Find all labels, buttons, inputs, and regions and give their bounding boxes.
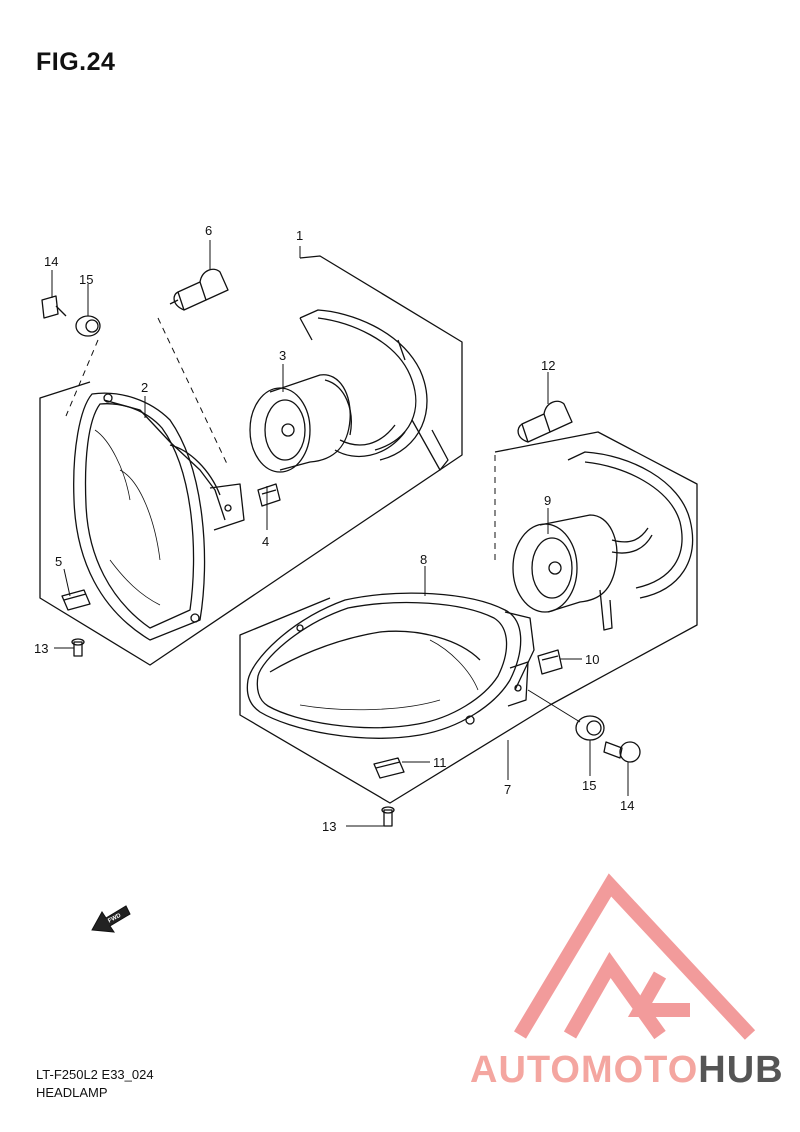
callout-13-upper: 13: [34, 641, 48, 656]
bulb-socket-9: [512, 514, 653, 613]
callout-leaders: [51, 240, 629, 827]
clip-4: [257, 483, 281, 507]
callout-15-upper: 15: [79, 272, 93, 287]
fwd-arrow-icon: FWD: [91, 905, 131, 933]
callout-15-lower: 15: [582, 778, 596, 793]
footer: LT-F250L2 E33_024 HEADLAMP: [36, 1066, 154, 1102]
bolt-14-lower: [603, 741, 641, 763]
clip-10: [537, 649, 563, 675]
screw-13-lower: [381, 806, 395, 827]
bolt-14-upper: [41, 295, 67, 319]
callout-4: 4: [262, 534, 269, 549]
callout-11: 11: [433, 755, 447, 770]
logo-text-automoto: AUTOMOTO: [470, 1049, 698, 1090]
bulb-12: [517, 400, 573, 443]
leader-lines-upper: [65, 317, 229, 467]
callout-5: 5: [55, 554, 62, 569]
assembly-1-frame: [39, 255, 463, 666]
assembly-7-frame: [239, 431, 698, 804]
headlamp-housing-8: [246, 592, 535, 739]
logo-text-hub: HUB: [698, 1049, 783, 1090]
svg-text:AUTOMOTOHUB: AUTOMOTOHUB: [470, 1049, 784, 1090]
callout-3: 3: [279, 348, 286, 363]
diagram-code: LT-F250L2 E33_024: [36, 1067, 154, 1082]
grommet-15-upper: [75, 315, 101, 337]
callout-2: 2: [141, 380, 148, 395]
callout-13-lower: 13: [322, 819, 336, 834]
callout-8: 8: [420, 552, 427, 567]
dust-cover-upper: [299, 309, 449, 471]
callout-9: 9: [544, 493, 551, 508]
callout-7: 7: [504, 782, 511, 797]
callout-14-upper: 14: [44, 254, 58, 269]
diagram-name: HEADLAMP: [36, 1085, 108, 1100]
clip-11: [373, 757, 405, 779]
figure-title: FIG.24: [36, 48, 116, 76]
grommet-15-lower: [575, 715, 605, 741]
bulb-socket-3: [249, 374, 406, 473]
callout-1: 1: [296, 228, 303, 243]
callout-10: 10: [585, 652, 599, 667]
headlamp-housing-2: [73, 392, 245, 641]
screw-13-upper: [71, 638, 85, 657]
callout-12: 12: [541, 358, 555, 373]
automotohub-logo: AUTOMOTOHUB: [470, 873, 784, 1090]
callout-14-lower: 14: [620, 798, 634, 813]
callout-6: 6: [205, 223, 212, 238]
clip-5: [61, 589, 91, 611]
dust-cover-lower: [567, 451, 694, 631]
bulb-6: [169, 268, 229, 311]
